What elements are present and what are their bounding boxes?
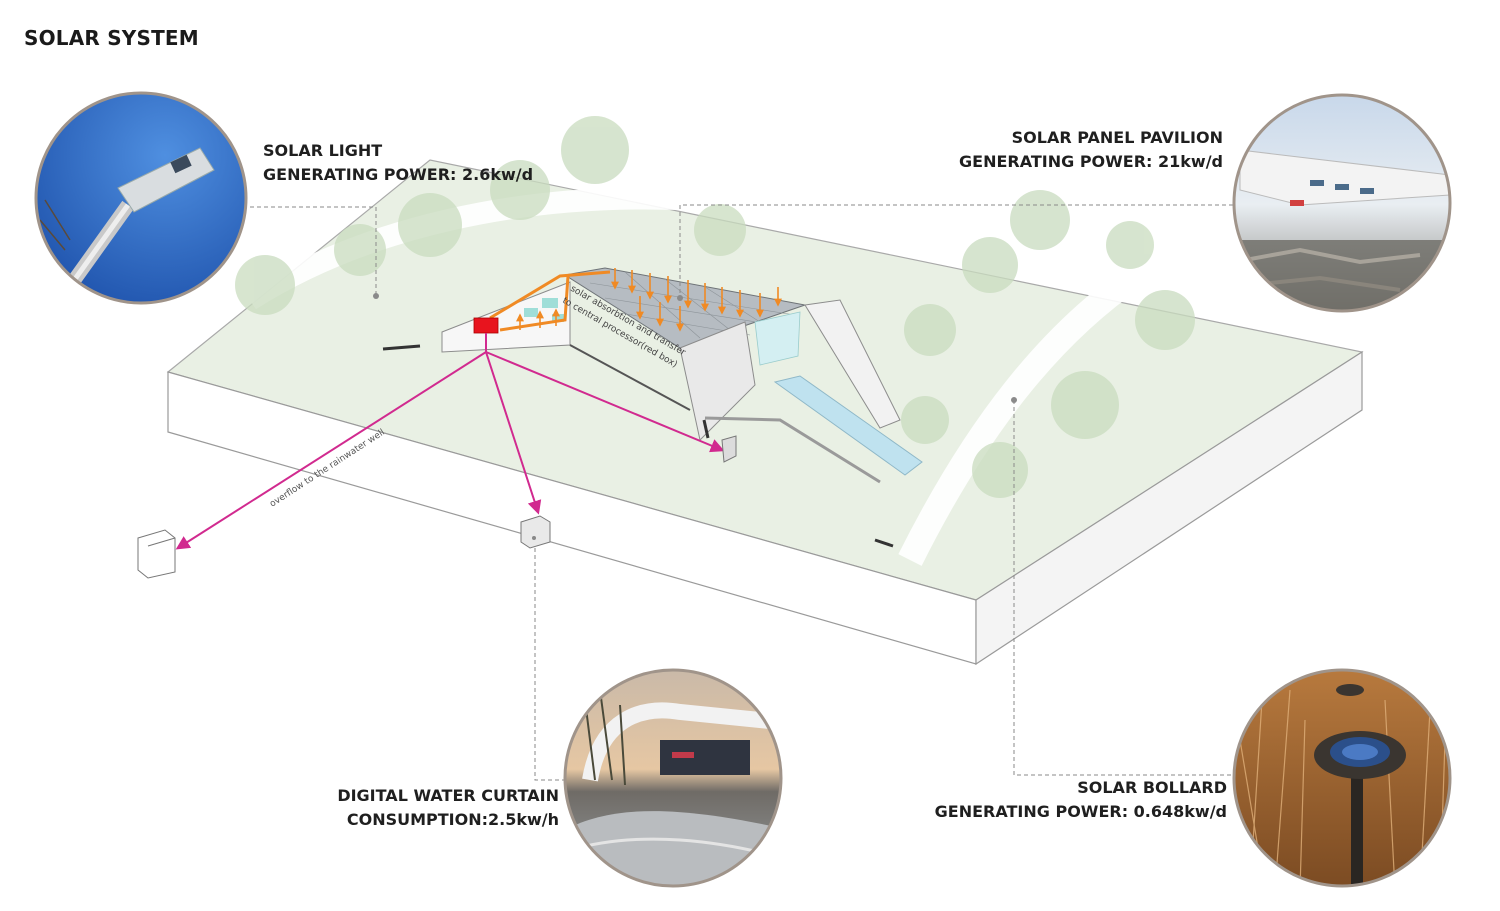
- tree: [901, 396, 949, 444]
- power-flow-arrows: [175, 351, 725, 550]
- photo-solar-panel-pavilion: [1232, 93, 1452, 313]
- bollard-label: SOLAR BOLLARD GENERATING POWER: 0.648kw/…: [935, 776, 1227, 824]
- solar-light-label: SOLAR LIGHT GENERATING POWER: 2.6kw/d: [263, 139, 533, 187]
- pavilion-name: SOLAR PANEL PAVILION: [1011, 128, 1223, 147]
- pavilion-power: GENERATING POWER: 21kw/d: [959, 152, 1223, 171]
- tree: [334, 224, 386, 276]
- tree: [1135, 290, 1195, 350]
- pavilion-label: SOLAR PANEL PAVILION GENERATING POWER: 2…: [959, 126, 1223, 174]
- tree: [1051, 371, 1119, 439]
- site-right-wall: [975, 350, 1363, 666]
- tree: [1106, 221, 1154, 269]
- solar-absorption-arrows: [611, 268, 782, 332]
- tree: [962, 237, 1018, 293]
- ground-plane: [166, 159, 1364, 601]
- ramp-wall: [704, 416, 881, 484]
- curved-wall: [804, 299, 901, 429]
- leader-solar-light: [250, 206, 377, 295]
- tree: [490, 160, 550, 220]
- tree: [904, 304, 956, 356]
- leader-pavilion: [679, 204, 1240, 298]
- photo-digital-water-curtain: [563, 668, 783, 888]
- photo-solar-bollard: [1232, 668, 1452, 888]
- photo-solar-light: [34, 91, 248, 305]
- tree: [972, 442, 1028, 498]
- central-processor: [473, 317, 499, 334]
- water-curtain-box: [520, 515, 551, 549]
- rainwater-well: [137, 529, 176, 579]
- glass-facade: [754, 311, 801, 366]
- equipment-box: [524, 308, 538, 317]
- leader-lines: [250, 204, 1240, 781]
- tree: [398, 193, 462, 257]
- page-title: SOLAR SYSTEM: [24, 26, 199, 50]
- pavilion-support: [679, 321, 756, 442]
- tree: [235, 255, 295, 315]
- flow-arrow-pavilion: [485, 351, 725, 453]
- transfer-path: [489, 270, 611, 332]
- solar-light-name: SOLAR LIGHT: [263, 141, 383, 160]
- bollard-power: GENERATING POWER: 0.648kw/d: [934, 802, 1227, 821]
- equipment-box: [552, 314, 564, 322]
- leader-water-curtain: [534, 548, 567, 781]
- water-curtain-name: DIGITAL WATER CURTAIN: [337, 786, 559, 805]
- ramp-wall-2: [569, 344, 691, 411]
- flow-arrow-water-curtain: [485, 351, 542, 515]
- small-equipment-box: [721, 435, 737, 463]
- leader-bollard: [1013, 400, 1236, 776]
- equipment-box: [542, 298, 558, 308]
- water-curtain-label: DIGITAL WATER CURTAIN CONSUMPTION:2.5kw/…: [337, 784, 559, 832]
- tree: [694, 204, 746, 256]
- reflecting-pool: [773, 375, 923, 476]
- site-path-2: [898, 248, 1167, 566]
- trees: [235, 116, 1195, 498]
- water-curtain-power: CONSUMPTION:2.5kw/h: [346, 810, 559, 829]
- site-block: [166, 159, 1364, 666]
- solar-light-power: GENERATING POWER: 2.6kw/d: [263, 165, 534, 184]
- tree: [561, 116, 629, 184]
- bollard-name: SOLAR BOLLARD: [1077, 778, 1227, 797]
- flow-arrow-rainwater-well: [175, 351, 487, 550]
- tree: [1010, 190, 1070, 250]
